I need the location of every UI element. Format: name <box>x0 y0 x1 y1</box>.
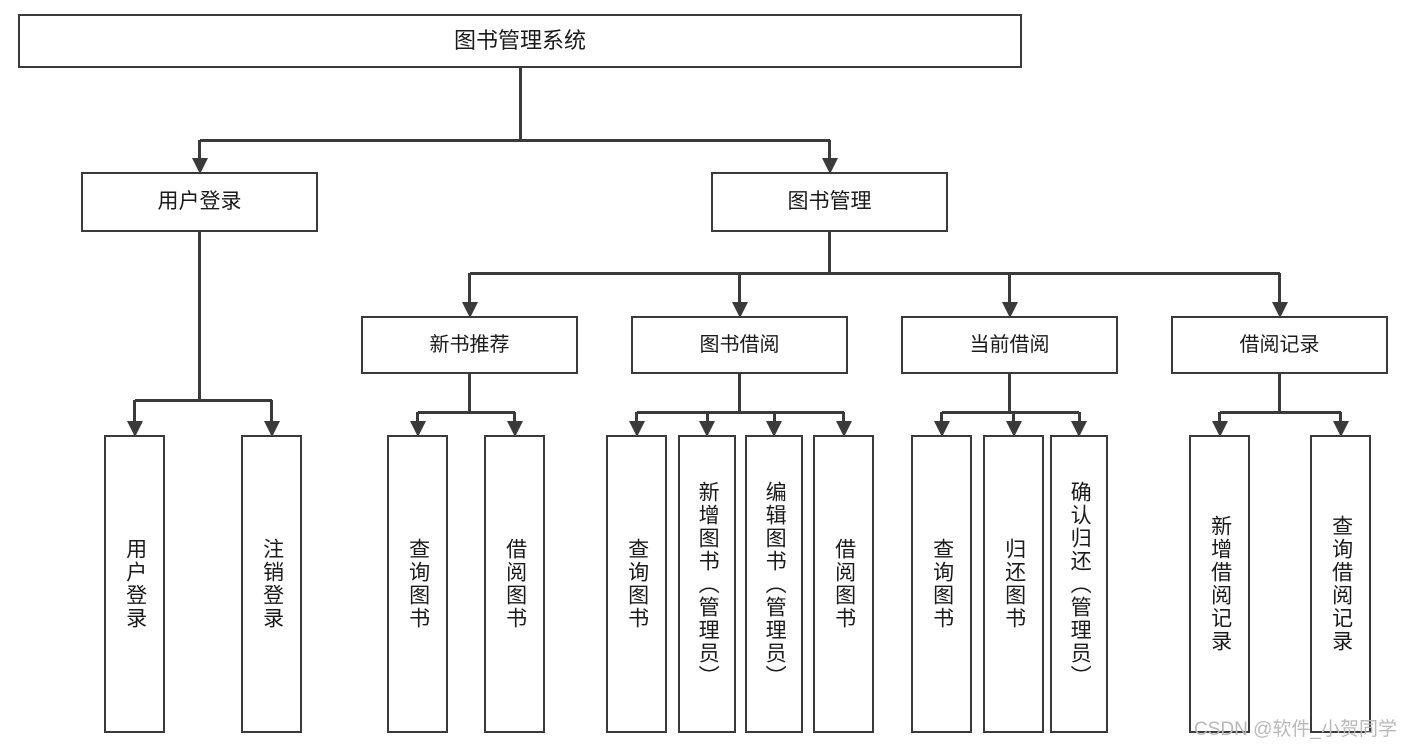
node-current-borrow[interactable]: 当前借阅 <box>901 316 1118 374</box>
connector-vertical <box>518 68 522 140</box>
node-label: 图书管理 <box>787 189 872 213</box>
connector-vertical <box>468 374 471 412</box>
connector-vertical <box>828 232 831 273</box>
connector-vertical <box>738 273 741 302</box>
connector-vertical <box>1077 412 1081 421</box>
node-leaf-add-book[interactable]: 新增图书（管理员） <box>678 435 736 733</box>
node-new-book-recommend[interactable]: 新书推荐 <box>361 316 578 374</box>
arrowhead-icon <box>628 421 645 437</box>
connector-vertical <box>842 412 845 421</box>
arrowhead-icon <box>699 421 715 437</box>
node-user-login[interactable]: 用户登录 <box>81 172 318 232</box>
connector-vertical <box>198 140 201 158</box>
node-book-manage[interactable]: 图书管理 <box>711 172 948 232</box>
arrowhead-icon <box>933 421 950 437</box>
arrowhead-icon <box>821 158 838 174</box>
node-leaf-confirm-return[interactable]: 确认归还（管理员） <box>1050 435 1108 733</box>
arrowhead-icon <box>126 421 143 437</box>
node-leaf-edit-book[interactable]: 编辑图书（管理员） <box>745 435 803 733</box>
arrowhead-icon <box>191 158 208 174</box>
node-root[interactable]: 图书管理系统 <box>18 14 1022 68</box>
node-label: 借阅图书 <box>832 538 856 630</box>
connector-vertical <box>513 412 516 421</box>
node-leaf-borrow-book-2[interactable]: 借阅图书 <box>813 435 874 733</box>
connector-horizontal <box>636 410 844 414</box>
connector-vertical <box>1218 412 1221 421</box>
node-leaf-query-book-2[interactable]: 查询图书 <box>606 435 667 733</box>
connector-vertical <box>468 273 471 302</box>
connector-horizontal <box>134 398 272 402</box>
node-book-borrow[interactable]: 图书借阅 <box>631 316 848 374</box>
node-label: 用户登录 <box>123 538 147 630</box>
arrowhead-icon <box>1211 421 1228 437</box>
connector-horizontal <box>417 410 515 414</box>
connector-vertical <box>705 412 709 421</box>
node-label: 借阅记录 <box>1239 333 1320 356</box>
node-label: 新增借阅记录 <box>1208 515 1232 653</box>
node-label: 确认归还（管理员） <box>1068 480 1092 688</box>
node-label: 图书借阅 <box>699 333 780 356</box>
connector-vertical <box>828 140 831 158</box>
node-label: 新增图书（管理员） <box>696 480 720 688</box>
arrowhead-icon <box>1001 302 1018 318</box>
connector-horizontal <box>469 271 1280 275</box>
node-label: 查询图书 <box>930 538 954 630</box>
arrowhead-icon <box>506 421 523 437</box>
connector-vertical <box>738 374 741 412</box>
connector-vertical <box>1278 374 1281 412</box>
arrowhead-icon <box>263 421 280 437</box>
node-leaf-return-book[interactable]: 归还图书 <box>983 435 1044 733</box>
connector-vertical <box>1012 412 1015 421</box>
node-label: 查询图书 <box>406 538 430 630</box>
arrowhead-icon <box>409 421 426 437</box>
node-leaf-query-record[interactable]: 查询借阅记录 <box>1310 435 1371 733</box>
arrowhead-icon <box>835 421 852 437</box>
node-label: 归还图书 <box>1002 538 1026 630</box>
arrowhead-icon <box>1071 421 1087 437</box>
node-label: 用户登录 <box>157 189 242 213</box>
connector-horizontal <box>199 138 830 142</box>
connector-vertical <box>198 232 201 400</box>
node-label: 新书推荐 <box>429 333 510 356</box>
node-label: 当前借阅 <box>969 333 1050 356</box>
connector-vertical <box>1008 273 1011 302</box>
arrowhead-icon <box>1271 302 1288 318</box>
arrowhead-icon <box>1005 421 1022 437</box>
connector-vertical <box>133 400 136 421</box>
node-leaf-add-record[interactable]: 新增借阅记录 <box>1189 435 1250 733</box>
connector-vertical <box>416 412 419 421</box>
connector-vertical <box>1278 273 1281 302</box>
connector-vertical <box>1008 374 1011 412</box>
connector-vertical <box>270 400 273 421</box>
arrowhead-icon <box>461 302 478 318</box>
node-borrow-record[interactable]: 借阅记录 <box>1171 316 1388 374</box>
arrowhead-icon <box>1332 421 1349 437</box>
node-leaf-logout[interactable]: 注销登录 <box>241 435 302 733</box>
connector-horizontal <box>941 410 1079 414</box>
connector-vertical <box>635 412 638 421</box>
node-label: 查询图书 <box>625 538 649 630</box>
arrowhead-icon <box>731 302 748 318</box>
node-label: 注销登录 <box>260 538 284 630</box>
node-leaf-query-book-3[interactable]: 查询图书 <box>911 435 972 733</box>
connector-vertical <box>772 412 776 421</box>
node-label: 图书管理系统 <box>453 28 586 54</box>
node-label: 借阅图书 <box>503 538 527 630</box>
arrowhead-icon <box>766 421 782 437</box>
connector-horizontal <box>1219 410 1341 414</box>
connector-vertical <box>940 412 943 421</box>
connector-vertical <box>1339 412 1342 421</box>
node-leaf-user-login[interactable]: 用户登录 <box>104 435 165 733</box>
node-leaf-borrow-book-1[interactable]: 借阅图书 <box>484 435 545 733</box>
node-label: 编辑图书（管理员） <box>763 480 787 688</box>
node-leaf-query-book-1[interactable]: 查询图书 <box>387 435 448 733</box>
node-label: 查询借阅记录 <box>1329 515 1353 653</box>
